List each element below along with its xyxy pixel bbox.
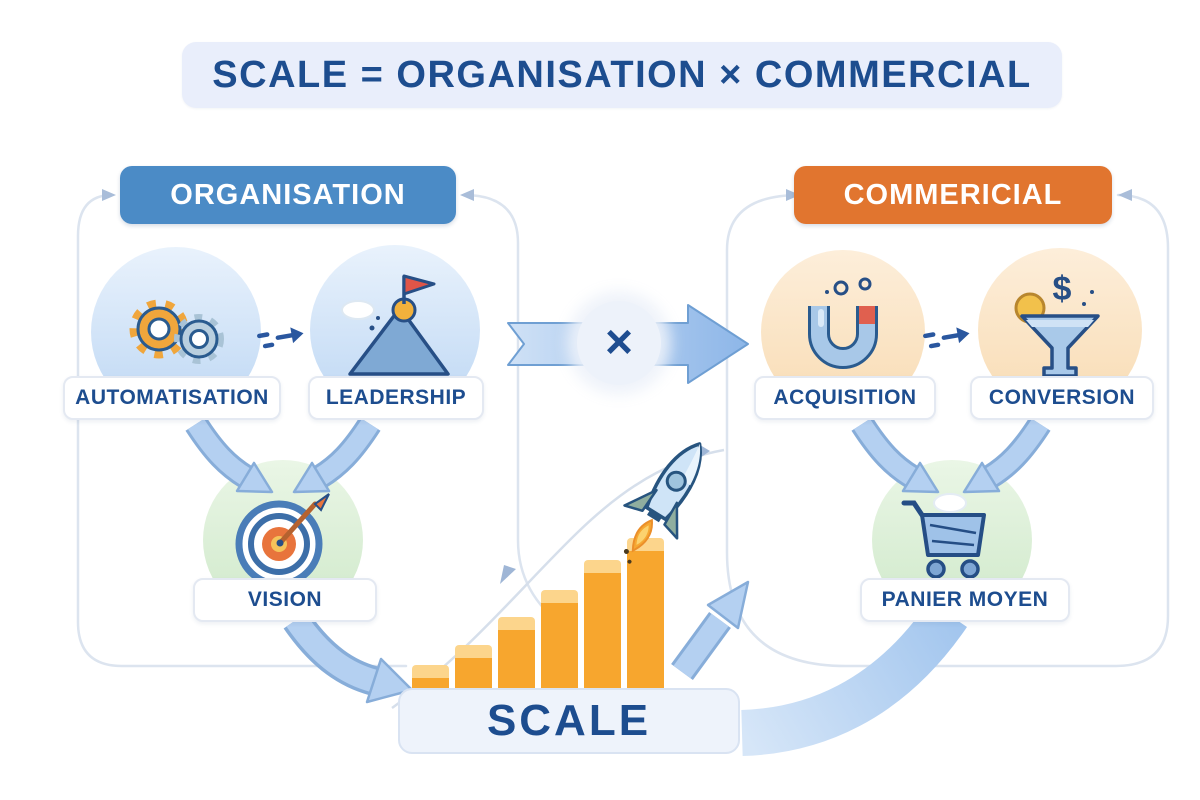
arrow-acquisition-to-panier (851, 417, 940, 494)
funnel-dollar-icon: $ (1014, 270, 1100, 378)
automatisation-label-text: AUTOMATISATION (75, 386, 269, 409)
border-arrowhead-icon (102, 189, 116, 201)
scale-bars (412, 538, 666, 688)
shopping-cart-icon (901, 493, 986, 579)
arrow-growth-up (671, 580, 750, 680)
dashed-step-arrow-icon (923, 327, 970, 349)
leadership-label: LEADERSHIP (308, 376, 484, 420)
scale-bar (541, 590, 578, 688)
panier-to-scale-band (741, 600, 967, 756)
title-banner: SCALE = ORGANISATION × COMMERCIAL (182, 42, 1062, 108)
magnet-icon (808, 277, 878, 369)
automatisation-label: AUTOMATISATION (63, 376, 281, 420)
border-arrowhead-icon (786, 189, 800, 201)
scale-result-box: SCALE (398, 688, 740, 754)
organisation-header: ORGANISATION (120, 166, 456, 224)
mountain-flag-icon (341, 274, 450, 376)
commercial-header-label: COMMERICIAL (843, 178, 1063, 211)
multiply-symbol: × (604, 316, 634, 369)
organisation-box-border-left (76, 193, 408, 668)
scale-bar (455, 645, 492, 688)
gears-icon (129, 299, 224, 364)
arrow-automatisation-to-vision (185, 417, 274, 494)
multiply-circle: × (577, 301, 661, 385)
leadership-label-text: LEADERSHIP (325, 386, 467, 409)
target-dart-icon (235, 493, 330, 588)
vision-label-text: VISION (247, 588, 323, 611)
panier-moyen-label: PANIER MOYEN (860, 578, 1070, 622)
conversion-label-text: CONVERSION (988, 386, 1136, 409)
border-arrowhead-icon (460, 189, 474, 201)
svg-text:$: $ (1053, 270, 1072, 308)
arrow-conversion-to-panier (962, 417, 1051, 494)
arrow-leadership-to-vision (292, 417, 381, 494)
scale-bar (584, 560, 621, 688)
title-text: SCALE = ORGANISATION × COMMERCIAL (212, 53, 1032, 96)
scale-bar (498, 617, 535, 688)
commercial-header: COMMERICIAL (794, 166, 1112, 224)
growth-curve-arrowhead-icon (500, 565, 516, 584)
arrow-vision-to-scale (283, 611, 414, 704)
conversion-label: CONVERSION (970, 376, 1154, 420)
scale-bar (627, 538, 664, 688)
dashed-step-arrow-icon (257, 327, 304, 349)
acquisition-label: ACQUISITION (754, 376, 936, 420)
vision-label: VISION (193, 578, 377, 622)
organisation-header-label: ORGANISATION (170, 178, 406, 211)
scale-label-text: SCALE (486, 696, 652, 745)
rocket-icon (623, 442, 702, 564)
acquisition-label-text: ACQUISITION (773, 386, 917, 409)
border-arrowhead-icon (1118, 189, 1132, 201)
panier-moyen-label-text: PANIER MOYEN (881, 588, 1049, 611)
commercial-box-border (725, 193, 1170, 668)
scale-bar (412, 665, 449, 688)
